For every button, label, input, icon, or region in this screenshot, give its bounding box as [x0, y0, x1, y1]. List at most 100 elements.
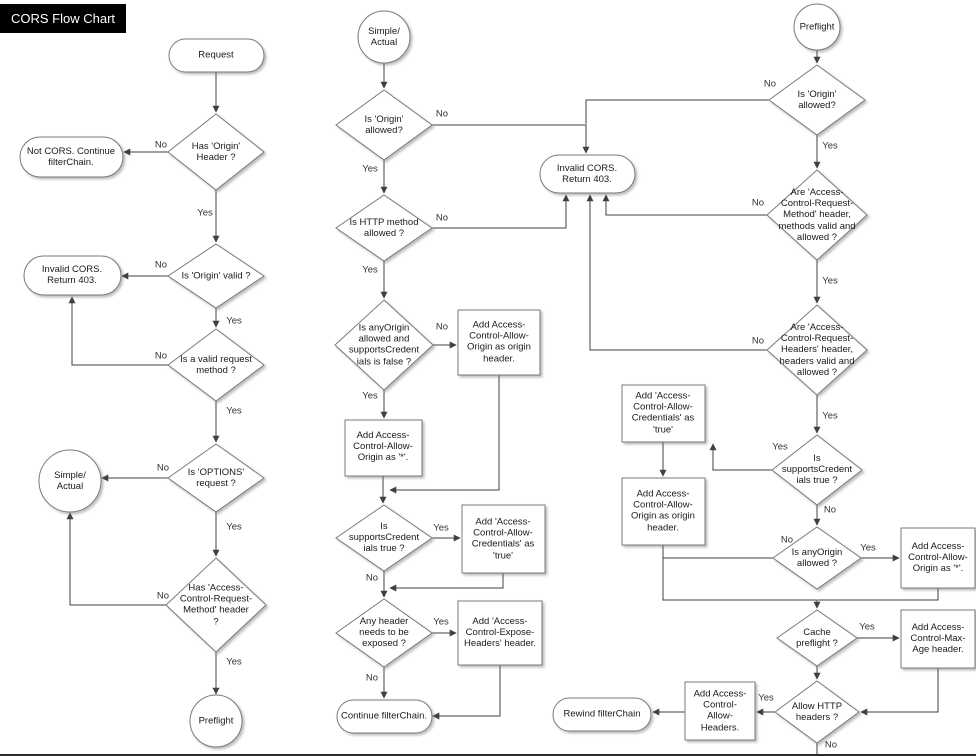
edge-label-no: No	[751, 197, 765, 209]
edge-label-no: No	[435, 321, 449, 333]
shapes	[19, 3, 976, 748]
connectors	[66, 50, 939, 754]
label-add-acao-origin-middle: Add Access- Control-Allow- Origin as ori…	[467, 319, 531, 365]
label-continue-filterchain: Continue filterChain.	[340, 710, 428, 722]
invalid-cors-terminator-middle	[539, 154, 636, 194]
edge-label-no: No	[751, 335, 765, 347]
label-add-allow-headers: Add Access- Control- Allow- Headers.	[693, 688, 747, 734]
label-add-acao-origin-right: Add Access- Control-Allow- Origin as ori…	[631, 488, 695, 534]
label-acrh-valid: Are 'Access- Control-Request- Headers' h…	[779, 321, 855, 378]
edge-label-yes: Yes	[860, 542, 876, 554]
cache-preflight-decision	[776, 609, 858, 667]
edge-label-no: No	[780, 534, 794, 546]
label-add-acao-star-middle: Add Access- Control-Allow- Origin as '*'…	[353, 430, 413, 464]
label-preflight-right: Preflight	[799, 21, 835, 33]
edge-label-no: No	[365, 572, 379, 584]
edge-label-no: No	[763, 78, 777, 90]
label-http-method-allowed: Is HTTP method allowed ?	[349, 216, 419, 239]
rewind-filterchain-terminator	[552, 697, 652, 732]
label-valid-request-method: Is a valid request method ?	[180, 353, 252, 376]
label-header-exposed: Any header needs to be exposed ?	[359, 616, 409, 650]
label-rewind-filterchain: Rewind filterChain	[563, 708, 641, 720]
label-add-max-age: Add Access- Control-Max- Age header.	[910, 622, 966, 656]
add-acao-star-process-middle	[344, 419, 423, 477]
origin-allowed-decision-right	[768, 64, 866, 136]
label-not-cors: Not CORS. Continue filterChain.	[26, 145, 116, 168]
label-has-origin-header: Has 'Origin' Header ?	[191, 140, 241, 163]
edge-label-yes: Yes	[362, 163, 378, 175]
edge-label-yes: Yes	[822, 275, 838, 287]
add-acao-star-process-right	[900, 527, 976, 589]
edge-label-yes: Yes	[772, 441, 788, 453]
invalid-cors-terminator-left	[23, 255, 122, 296]
add-max-age-process	[900, 609, 976, 669]
edge-label-no: No	[823, 504, 837, 516]
edge-label-yes: Yes	[433, 522, 449, 534]
preflight-connector-left	[189, 694, 243, 748]
edge-label-no: No	[156, 590, 170, 602]
preflight-connector-right	[793, 3, 841, 51]
edge-label-yes: Yes	[362, 390, 378, 402]
add-acao-origin-process-right	[621, 477, 706, 546]
valid-request-method-decision	[167, 328, 265, 402]
edge-label-no: No	[824, 739, 838, 751]
supportscredentials-decision-middle	[335, 504, 433, 572]
edge-label-yes: Yes	[859, 621, 875, 633]
label-anyorigin-supportscredentials: Is anyOrigin allowed and supportsCredent…	[348, 322, 420, 368]
edge-label-no: No	[154, 350, 168, 362]
http-method-allowed-decision	[335, 194, 433, 262]
edge-label-no: No	[365, 672, 379, 684]
label-options-request: Is 'OPTIONS' request ?	[187, 466, 245, 489]
label-simple-actual-left: Simple/ Actual	[54, 469, 86, 492]
edge-label-no: No	[435, 108, 449, 120]
label-supportscredentials-right: Is supportsCredent ials true ?	[781, 453, 853, 487]
chart-title: CORS Flow Chart	[0, 4, 127, 33]
label-add-acac-true-middle: Add 'Access- Control-Allow- Credentials'…	[471, 516, 535, 562]
allow-http-headers-decision	[774, 680, 860, 744]
label-anyorigin-allowed: Is anyOrigin allowed ?	[791, 546, 843, 569]
label-origin-valid: Is 'Origin' valid ?	[181, 270, 251, 282]
label-add-acao-star-right: Add Access- Control-Allow- Origin as '*'…	[908, 541, 968, 575]
label-origin-allowed-right: Is 'Origin' allowed?	[797, 88, 837, 111]
anyorigin-allowed-decision	[772, 526, 862, 590]
label-allow-http-headers: Allow HTTP headers ?	[791, 700, 843, 723]
edge-label-yes: Yes	[226, 656, 242, 668]
label-invalid-cors-left: Invalid CORS. Return 403.	[41, 263, 103, 286]
label-origin-allowed-middle: Is 'Origin' allowed?	[364, 113, 404, 136]
label-add-acac-true-right: Add 'Access- Control-Allow- Credentials'…	[631, 390, 695, 436]
options-request-decision	[167, 443, 265, 513]
continue-filterchain-terminator	[336, 699, 433, 734]
add-acac-true-process-right	[621, 384, 706, 443]
label-acrm-valid: Are 'Access- Control-Request- Method' he…	[778, 186, 856, 243]
edge-label-yes: Yes	[226, 315, 242, 327]
label-invalid-cors-middle: Invalid CORS. Return 403.	[556, 162, 618, 185]
label-add-expose-headers: Add 'Access- Control-Expose- Headers' he…	[463, 616, 537, 650]
label-preflight-left: Preflight	[198, 715, 234, 727]
simple-actual-connector-left	[38, 449, 102, 513]
add-acac-true-process-middle	[461, 504, 546, 574]
request-terminator	[168, 38, 265, 73]
label-has-acrm-header: Has 'Access- Control-Request- Method' he…	[179, 582, 253, 628]
acrm-valid-decision	[766, 169, 868, 261]
edge-label-yes: Yes	[758, 692, 774, 704]
edge-label-yes: Yes	[226, 405, 242, 417]
header-exposed-decision	[335, 598, 433, 668]
anyorigin-supportscredentials-decision	[334, 299, 434, 391]
edge-label-yes: Yes	[197, 207, 213, 219]
simple-actual-connector-middle	[357, 10, 411, 64]
label-cache-preflight: Cache preflight ?	[796, 626, 838, 649]
acrh-valid-decision	[766, 304, 868, 396]
has-origin-header-decision	[167, 113, 265, 191]
edge-label-yes: Yes	[822, 140, 838, 152]
add-acao-origin-process-middle	[457, 309, 541, 376]
edge-label-yes: Yes	[433, 616, 449, 628]
edge-label-yes: Yes	[822, 410, 838, 422]
label-simple-actual-middle: Simple/ Actual	[368, 25, 400, 48]
has-acrm-header-decision	[165, 557, 267, 653]
edge-label-yes: Yes	[226, 521, 242, 533]
add-allow-headers-process	[684, 681, 756, 741]
label-supportscredentials-middle: Is supportsCredent ials true ?	[348, 521, 420, 555]
label-request: Request	[198, 49, 234, 61]
